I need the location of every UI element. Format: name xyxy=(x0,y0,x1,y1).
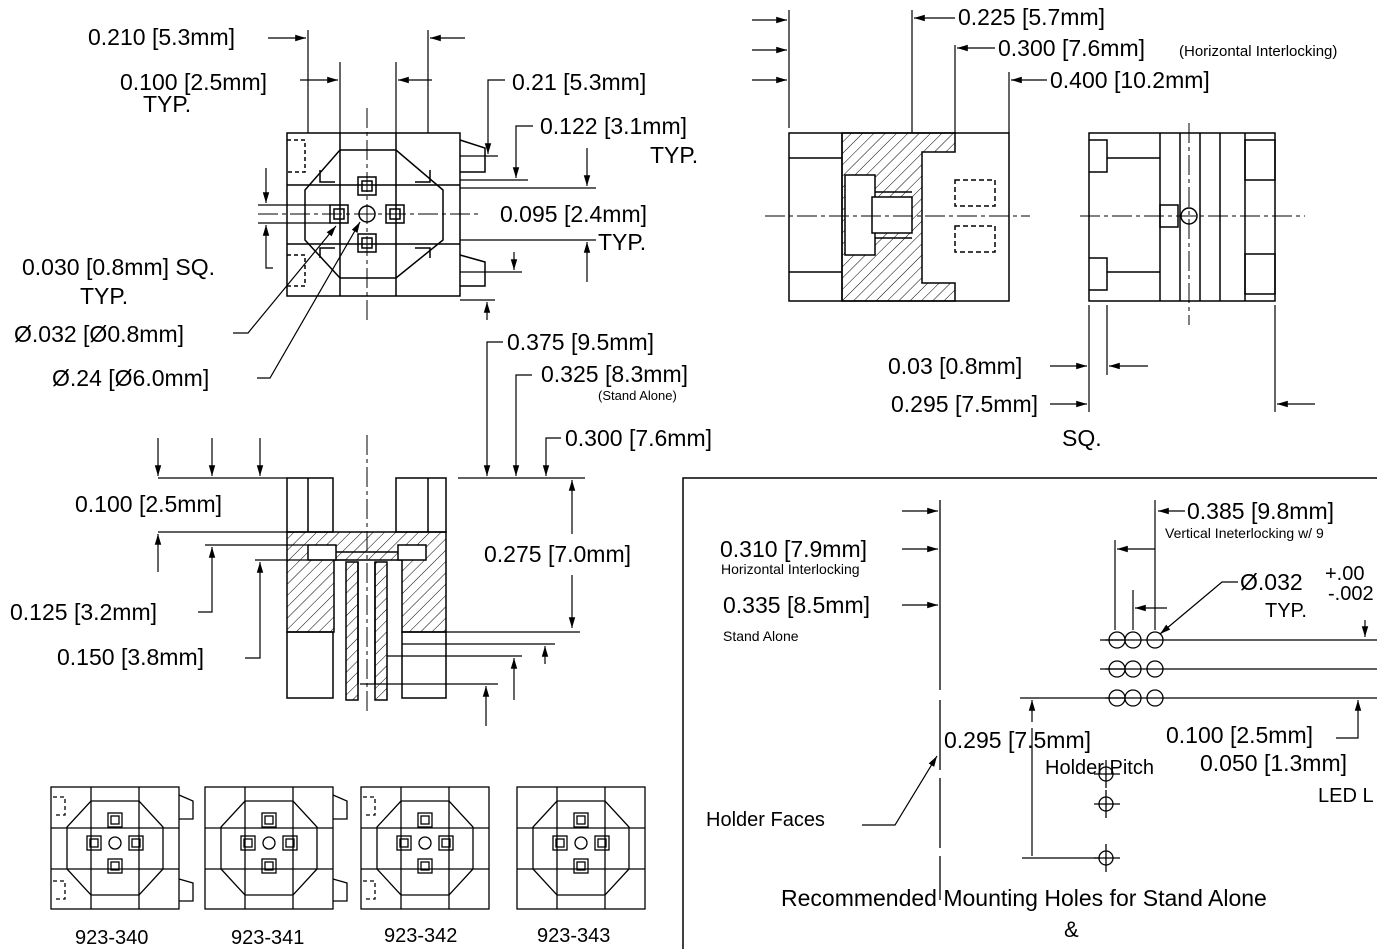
dim-0385: 0.385 [9.8mm] xyxy=(1187,498,1334,524)
dim-021: 0.21 [5.3mm] xyxy=(512,69,646,95)
panel-frame xyxy=(682,477,1377,949)
dim-0300-horizontal: 0.300 [7.6mm] xyxy=(998,35,1145,61)
stand-alone-note: (Stand Alone) xyxy=(598,388,677,403)
variant-thumbnails: 923-340 923-341 923-342 923-343 xyxy=(50,786,646,949)
typ-note: TYP. xyxy=(80,283,128,309)
variant-923-343 xyxy=(516,786,646,910)
top-view-labels: 0.210 [5.3mm] 0.100 [2.5mm] TYP. 0.21 [5… xyxy=(14,24,698,391)
horizontal-interlocking-note: Horizontal Interlocking xyxy=(721,561,860,577)
dim-0150: 0.150 [3.8mm] xyxy=(57,644,204,670)
sq-note: SQ. xyxy=(1062,425,1102,451)
dim-0100-typ: 0.100 [2.5mm] xyxy=(120,69,267,95)
typ-note: TYP. xyxy=(650,142,698,168)
tolerance-plus: +.00 xyxy=(1325,563,1364,585)
dim-0295: 0.295 [7.5mm] xyxy=(944,727,1091,753)
dim-0400: 0.400 [10.2mm] xyxy=(1050,67,1210,93)
top-view xyxy=(258,108,486,322)
top-view-dimension-lines xyxy=(233,30,596,379)
variant-923-340 xyxy=(50,786,194,910)
variant-label: 923-342 xyxy=(384,925,457,947)
stand-alone-note: Stand Alone xyxy=(723,628,799,644)
dim-003: 0.03 [0.8mm] xyxy=(888,353,1022,379)
variant-923-341 xyxy=(204,786,348,910)
octagon-lens-ring xyxy=(304,149,444,279)
dim-0210: 0.210 [5.3mm] xyxy=(88,24,235,50)
dim-0325: 0.325 [8.3mm] xyxy=(541,361,688,387)
dim-0125: 0.125 [3.2mm] xyxy=(10,599,157,625)
dim-0300: 0.300 [7.6mm] xyxy=(565,425,712,451)
mounting-holes xyxy=(1094,631,1164,872)
dim-0050: 0.050 [1.3mm] xyxy=(1200,750,1347,776)
variant-label: 923-341 xyxy=(231,927,304,949)
dim-0100: 0.100 [2.5mm] xyxy=(1166,722,1313,748)
section-view-labels: 0.375 [9.5mm] 0.325 [8.3mm] (Stand Alone… xyxy=(10,329,712,670)
tolerance-minus: -.002 xyxy=(1328,583,1374,605)
dim-0335: 0.335 [8.5mm] xyxy=(723,592,870,618)
variant-label: 923-343 xyxy=(537,925,610,947)
holder-faces-label: Holder Faces xyxy=(706,809,825,831)
mounting-panel xyxy=(682,477,1377,949)
horizontal-interlocking-note: (Horizontal Interlocking) xyxy=(1179,43,1337,60)
variant-923-342 xyxy=(360,786,490,910)
vertical-interlocking-note: Vertical Ineterlocking w/ 9 xyxy=(1165,525,1324,541)
dim-0375: 0.375 [9.5mm] xyxy=(507,329,654,355)
dim-0122: 0.122 [3.1mm] xyxy=(540,113,687,139)
dim-0295-sq: 0.295 [7.5mm] xyxy=(891,391,1038,417)
dim-0310: 0.310 [7.9mm] xyxy=(720,536,867,562)
side-view-right xyxy=(1080,123,1305,325)
section-view xyxy=(286,435,447,712)
mounting-labels: 0.310 [7.9mm] Horizontal Interlocking 0.… xyxy=(706,498,1374,942)
dim-dia-24: Ø.24 [Ø6.0mm] xyxy=(52,365,209,391)
dim-0095: 0.095 [2.4mm] xyxy=(500,201,647,227)
variant-label: 923-340 xyxy=(75,927,148,949)
dim-0030-sq: 0.030 [0.8mm] SQ. xyxy=(22,254,215,280)
typ-note: TYP. xyxy=(598,229,646,255)
dim-0275: 0.275 [7.0mm] xyxy=(484,541,631,567)
holder-pitch-label: Holder Pitch xyxy=(1045,757,1154,779)
dim-dia-032: Ø.032 xyxy=(1240,569,1303,595)
dim-dia-032: Ø.032 [Ø0.8mm] xyxy=(14,321,184,347)
section-view-dimension-lines xyxy=(154,341,585,726)
mounting-dimension-lines xyxy=(862,507,1369,826)
mounting-title-ampersand: & xyxy=(1064,917,1079,942)
side-views-labels: 0.225 [5.7mm] 0.300 [7.6mm] (Horizontal … xyxy=(888,4,1337,451)
dim-0225: 0.225 [5.7mm] xyxy=(958,4,1105,30)
typ-note: TYP. xyxy=(143,91,191,117)
mounting-title: Recommended Mounting Holes for Stand Alo… xyxy=(781,885,1267,911)
led-l-label: LED L xyxy=(1318,785,1374,807)
dim-0100: 0.100 [2.5mm] xyxy=(75,491,222,517)
typ-note: TYP. xyxy=(1265,600,1307,622)
side-view-left xyxy=(765,132,1030,302)
side-views-dimension-lines xyxy=(752,10,1315,412)
